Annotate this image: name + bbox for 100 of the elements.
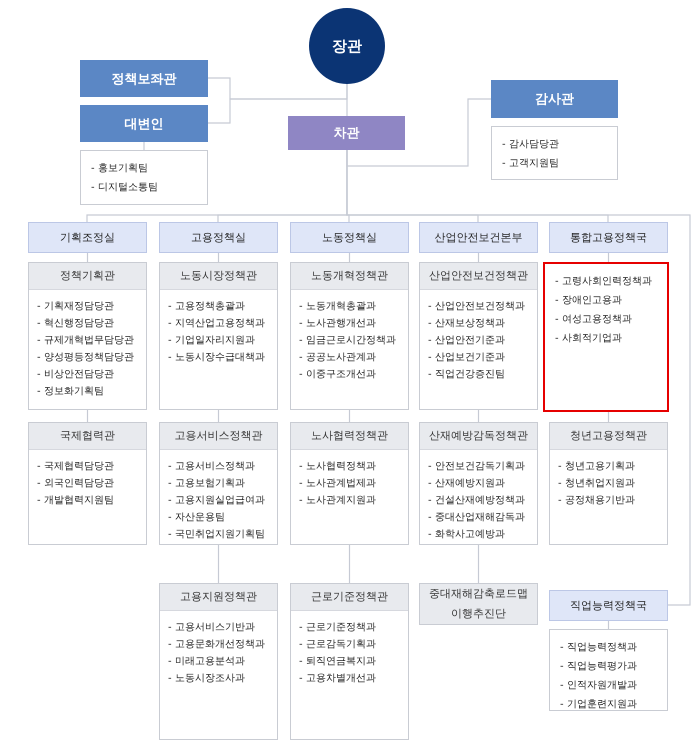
- unit-card: [290, 422, 409, 545]
- list-item: - 직업능력정책과: [560, 641, 637, 655]
- office-box: 감사관: [491, 80, 618, 118]
- list-item: - 근로기준정책과: [299, 621, 376, 635]
- unit-heading: 노동개혁정책관: [291, 263, 408, 290]
- list-item: - 안전보건감독기획과: [428, 460, 525, 474]
- list-item: - 노동개혁총괄과: [299, 300, 376, 314]
- list-item: - 국민취업지원기획팀: [168, 528, 265, 542]
- unit-heading: 노사협력정책관: [291, 423, 408, 450]
- unit-card: [419, 422, 538, 545]
- list-box: [491, 126, 618, 180]
- list-item: - 임금근로시간정책과: [299, 334, 396, 348]
- unit-card: [28, 422, 147, 545]
- connector-line: [218, 410, 220, 422]
- connector-line: [348, 545, 350, 583]
- unit-card: [549, 422, 668, 545]
- list-item: - 규제개혁법무담당관: [37, 334, 134, 348]
- list-item: - 산업보건기준과: [428, 351, 505, 365]
- connector-line: [348, 410, 350, 422]
- highlighted-list-box: [543, 262, 669, 412]
- list-item: - 직업건강증진팀: [428, 368, 505, 382]
- list-item: - 노사관행개선과: [299, 317, 376, 331]
- list-item: - 공공노사관계과: [299, 351, 376, 365]
- unit-heading: 청년고용정책관: [550, 423, 667, 450]
- list-item: - 감사담당관: [502, 138, 559, 152]
- list-item: - 노사협력정책과: [299, 460, 376, 474]
- vice-minister-box: 차관: [288, 116, 405, 150]
- list-item: - 고용문화개선정책과: [168, 638, 265, 652]
- list-item: - 중대산업재해감독과: [428, 511, 525, 525]
- list-item: - 기획재정담당관: [37, 300, 114, 314]
- list-item: - 국제협력담당관: [37, 460, 114, 474]
- connector-line: [478, 545, 480, 583]
- office-box: 정책보좌관: [80, 60, 208, 97]
- list-item: - 화학사고예방과: [428, 528, 505, 542]
- list-item: - 건설산재예방정책과: [428, 494, 525, 508]
- list-item: - 노사관계법제과: [299, 477, 376, 491]
- list-item: - 고용서비스정책과: [168, 460, 255, 474]
- list-item: - 산재보상정책과: [428, 317, 505, 331]
- list-item: - 이중구조개선과: [299, 368, 376, 382]
- list-item: - 직업능력평가과: [560, 660, 637, 674]
- list-item: - 고용정책총괄과: [168, 300, 245, 314]
- unit-heading: 산재예방감독정책관: [420, 423, 537, 450]
- list-item: - 여성고용정책과: [555, 313, 632, 327]
- unit-heading: 고용지원정책관: [160, 584, 277, 611]
- list-item: - 혁신행정담당관: [37, 317, 114, 331]
- unit-card: [419, 262, 538, 410]
- department-box: 산업안전보건본부: [419, 222, 538, 253]
- list-item: - 비상안전담당관: [37, 368, 114, 382]
- list-item: - 홍보기획팀: [91, 162, 148, 176]
- department-box: 통합고용정책국: [549, 222, 668, 253]
- list-item: - 청년취업지원과: [558, 477, 635, 491]
- unit-card: [290, 583, 409, 740]
- unit-heading: 정책기획관: [29, 263, 146, 290]
- list-item: - 고용보험기획과: [168, 477, 245, 491]
- unit-heading: 근로기준정책관: [291, 584, 408, 611]
- list-item: - 인적자원개발과: [560, 679, 637, 693]
- department-box: 고용정책실: [159, 222, 278, 253]
- list-item: - 지역산업고용정책과: [168, 317, 265, 331]
- unit-box: 중대재해감축로드맵 이행추진단: [419, 583, 538, 625]
- unit-heading: 산업안전보건정책관: [420, 263, 537, 290]
- list-item: - 노동시장조사과: [168, 672, 245, 686]
- list-item: - 산업안전기준과: [428, 334, 505, 348]
- unit-card: [28, 262, 147, 410]
- list-item: - 외국인력담당관: [37, 477, 114, 491]
- unit-heading: 국제협력관: [29, 423, 146, 450]
- list-item: - 사회적기업과: [555, 332, 622, 346]
- connector-line: [86, 410, 88, 422]
- unit-card: [159, 262, 278, 410]
- department-box: 직업능력정책국: [549, 590, 668, 621]
- connector-line: [346, 84, 348, 116]
- list-item: - 노동시장수급대책과: [168, 351, 265, 365]
- department-box: 노동정책실: [290, 222, 409, 253]
- minister-circle: 장관: [309, 8, 385, 84]
- list-item: - 산재예방지원과: [428, 477, 505, 491]
- list-item: - 미래고용분석과: [168, 655, 245, 669]
- list-item: - 근로감독기획과: [299, 638, 376, 652]
- list-item: - 기업일자리지원과: [168, 334, 255, 348]
- list-item: - 고용차별개선과: [299, 672, 376, 686]
- department-box: 기획조정실: [28, 222, 147, 253]
- list-item: - 고용서비스기반과: [168, 621, 255, 635]
- unit-card: [290, 262, 409, 410]
- list-item: - 정보화기획팀: [37, 385, 104, 399]
- list-item: - 청년고용기획과: [558, 460, 635, 474]
- list-box: [549, 629, 668, 711]
- list-item: - 산업안전보건정책과: [428, 300, 525, 314]
- list-box: [80, 150, 208, 205]
- list-item: - 공정채용기반과: [558, 494, 635, 508]
- list-item: - 디지털소통팀: [91, 181, 158, 195]
- list-item: - 자산운용팀: [168, 511, 225, 525]
- connector-line: [346, 98, 491, 167]
- connector-line: [478, 410, 480, 422]
- list-item: - 개발협력지원팀: [37, 494, 114, 508]
- connector-line: [218, 545, 220, 583]
- office-box: 대변인: [80, 105, 208, 142]
- list-item: - 노사관계지원과: [299, 494, 376, 508]
- list-item: - 고령사회인력정책과: [555, 275, 652, 289]
- unit-heading: 고용서비스정책관: [160, 423, 277, 450]
- unit-heading: 노동시장정책관: [160, 263, 277, 290]
- list-item: - 양성평등정책담당관: [37, 351, 134, 365]
- list-item: - 고용지원실업급여과: [168, 494, 265, 508]
